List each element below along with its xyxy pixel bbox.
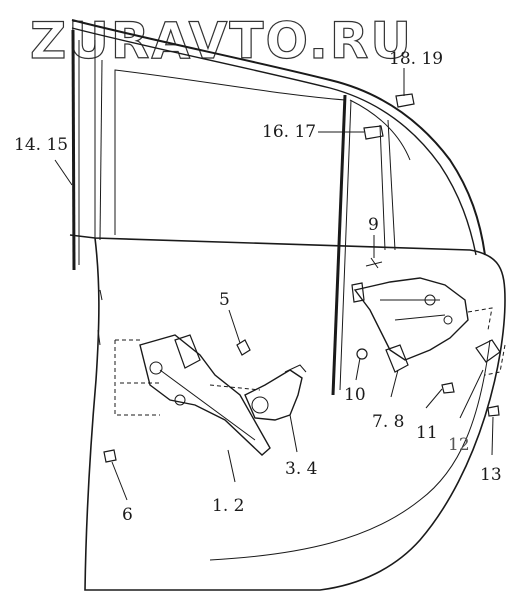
window-regulator <box>139 334 271 456</box>
callout-1-2: 1. 2 <box>212 496 244 516</box>
callout-5: 5 <box>219 290 230 310</box>
callout-6: 6 <box>122 505 133 525</box>
callout-16-17: 16. 17 <box>262 122 316 142</box>
watermark-text: ZURAVTO.RU <box>30 12 413 70</box>
callout-12: 12 <box>448 435 470 455</box>
callout-18-19: 18. 19 <box>389 49 443 69</box>
part-11-screw <box>441 382 455 394</box>
door-lock-assembly <box>351 277 469 373</box>
part-10-grommet <box>356 348 368 360</box>
dashed-boxes <box>114 307 506 416</box>
callout-labels: 14. 15 16. 17 18. 19 9 5 10 7. 8 11 12 1… <box>14 49 502 525</box>
door-panel <box>69 234 506 591</box>
callout-3-4: 3. 4 <box>285 459 317 479</box>
front-run-channel <box>71 29 80 271</box>
callout-9: 9 <box>368 215 379 235</box>
callout-7-8: 7. 8 <box>372 412 404 432</box>
part-6-clip <box>103 449 117 463</box>
callout-13: 13 <box>480 465 502 485</box>
regulator-motor <box>244 364 307 421</box>
clip-parts <box>363 93 415 140</box>
part-13-screw <box>487 405 500 417</box>
part-12-striker <box>475 339 501 363</box>
callout-14-15: 14. 15 <box>14 135 68 155</box>
part-5-clip <box>236 339 251 356</box>
callout-11: 11 <box>416 423 438 443</box>
small-parts <box>103 257 501 463</box>
window-frame <box>71 19 486 256</box>
leader-lines <box>54 68 494 501</box>
part-9-fastener <box>365 257 383 269</box>
rear-run-channel <box>331 94 352 396</box>
callout-10: 10 <box>344 385 366 405</box>
